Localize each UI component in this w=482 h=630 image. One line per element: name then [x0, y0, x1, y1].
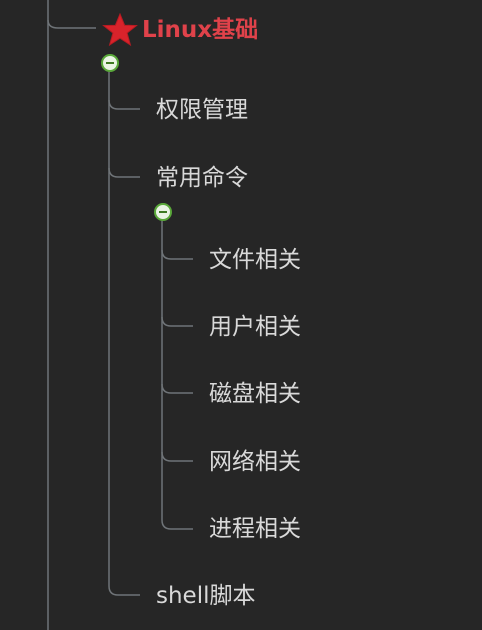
- root-children-spine: [108, 72, 140, 596]
- node-cipan-xiangguan[interactable]: 磁盘相关: [209, 381, 301, 407]
- node-wenjian-xiangguan[interactable]: 文件相关: [209, 247, 301, 273]
- root-node[interactable]: Linux基础: [102, 13, 258, 47]
- connector-yonghu: [161, 316, 193, 327]
- star-icon: [102, 13, 138, 47]
- root-collapse-button[interactable]: [101, 54, 119, 72]
- root-label: Linux基础: [142, 17, 259, 43]
- node-wangluo-xiangguan[interactable]: 网络相关: [209, 449, 301, 475]
- root-connector: [47, 19, 96, 29]
- node-changyong-mingling[interactable]: 常用命令: [156, 165, 248, 191]
- node-shell-jiaoben[interactable]: shell脚本: [156, 583, 256, 609]
- connector-wangluo: [161, 451, 193, 462]
- connector-wenjian: [161, 249, 193, 260]
- connector-quanxian: [108, 99, 140, 110]
- node-yonghu-xiangguan[interactable]: 用户相关: [209, 314, 301, 340]
- commands-children-spine: [161, 221, 193, 530]
- commands-collapse-button[interactable]: [154, 203, 172, 221]
- connector-changyong: [108, 167, 140, 178]
- connector-cipan: [161, 383, 193, 394]
- node-quanxian-guanli[interactable]: 权限管理: [156, 97, 248, 123]
- node-jincheng-xiangguan[interactable]: 进程相关: [209, 516, 301, 542]
